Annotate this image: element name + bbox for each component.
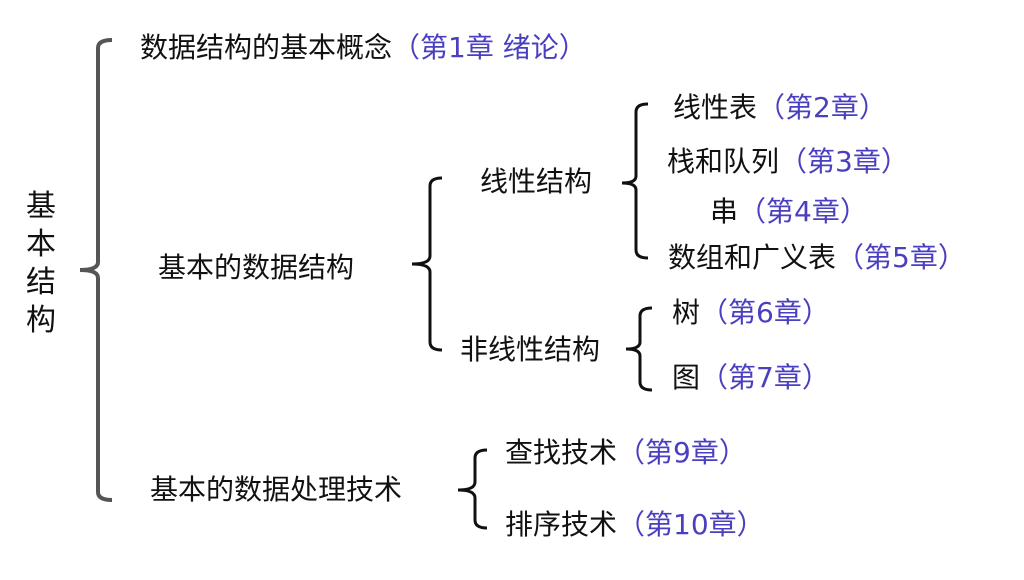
node-label: 线性表	[673, 91, 758, 124]
root-bracket	[79, 38, 113, 502]
node-label: 数组和广义表	[668, 241, 837, 274]
techniques-node: 基本的数据处理技术	[150, 473, 403, 506]
node-label: 图	[672, 361, 701, 394]
chapter-ref: （第5章）	[836, 241, 966, 274]
nonlinear-bracket	[625, 306, 653, 392]
node-label: 排序技术	[505, 508, 618, 541]
concept-node: 数据结构的基本概念（第1章 绪论）	[140, 31, 587, 65]
techniques-bracket	[457, 448, 488, 530]
nonlinear-node: 非线性结构	[460, 333, 601, 366]
leaf-stack-queue: 栈和队列（第3章）	[667, 145, 909, 179]
linear-node: 线性结构	[480, 165, 593, 198]
leaf-string: 串（第4章）	[710, 195, 868, 229]
chapter-ref: （第7章）	[700, 361, 830, 394]
node-label: 查找技术	[505, 436, 618, 469]
chapter-ref: （第2章）	[757, 91, 887, 124]
chapter-ref: （第3章）	[779, 145, 909, 178]
node-label: 串	[710, 195, 739, 228]
leaf-linear-list: 线性表（第2章）	[673, 91, 887, 125]
chapter-ref: （第6章）	[700, 296, 830, 329]
leaf-search: 查找技术（第9章）	[505, 436, 747, 470]
chapter-ref: （第9章）	[617, 436, 747, 469]
chapter-ref: （第4章）	[738, 195, 868, 228]
structures-node: 基本的数据结构	[158, 251, 355, 284]
node-label: 栈和队列	[667, 145, 780, 178]
leaf-tree: 树（第6章）	[672, 296, 830, 330]
leaf-array: 数组和广义表（第5章）	[668, 241, 966, 275]
node-label: 树	[672, 296, 701, 329]
node-label: 数据结构的基本概念	[140, 31, 393, 64]
structures-bracket	[411, 176, 443, 352]
linear-bracket	[621, 102, 649, 260]
chapter-ref: （第10章）	[617, 508, 765, 541]
leaf-sort: 排序技术（第10章）	[505, 508, 765, 542]
chapter-ref: （第1章 绪论）	[392, 31, 587, 64]
leaf-graph: 图（第7章）	[672, 361, 830, 395]
root-label: 基本结构	[26, 189, 56, 338]
